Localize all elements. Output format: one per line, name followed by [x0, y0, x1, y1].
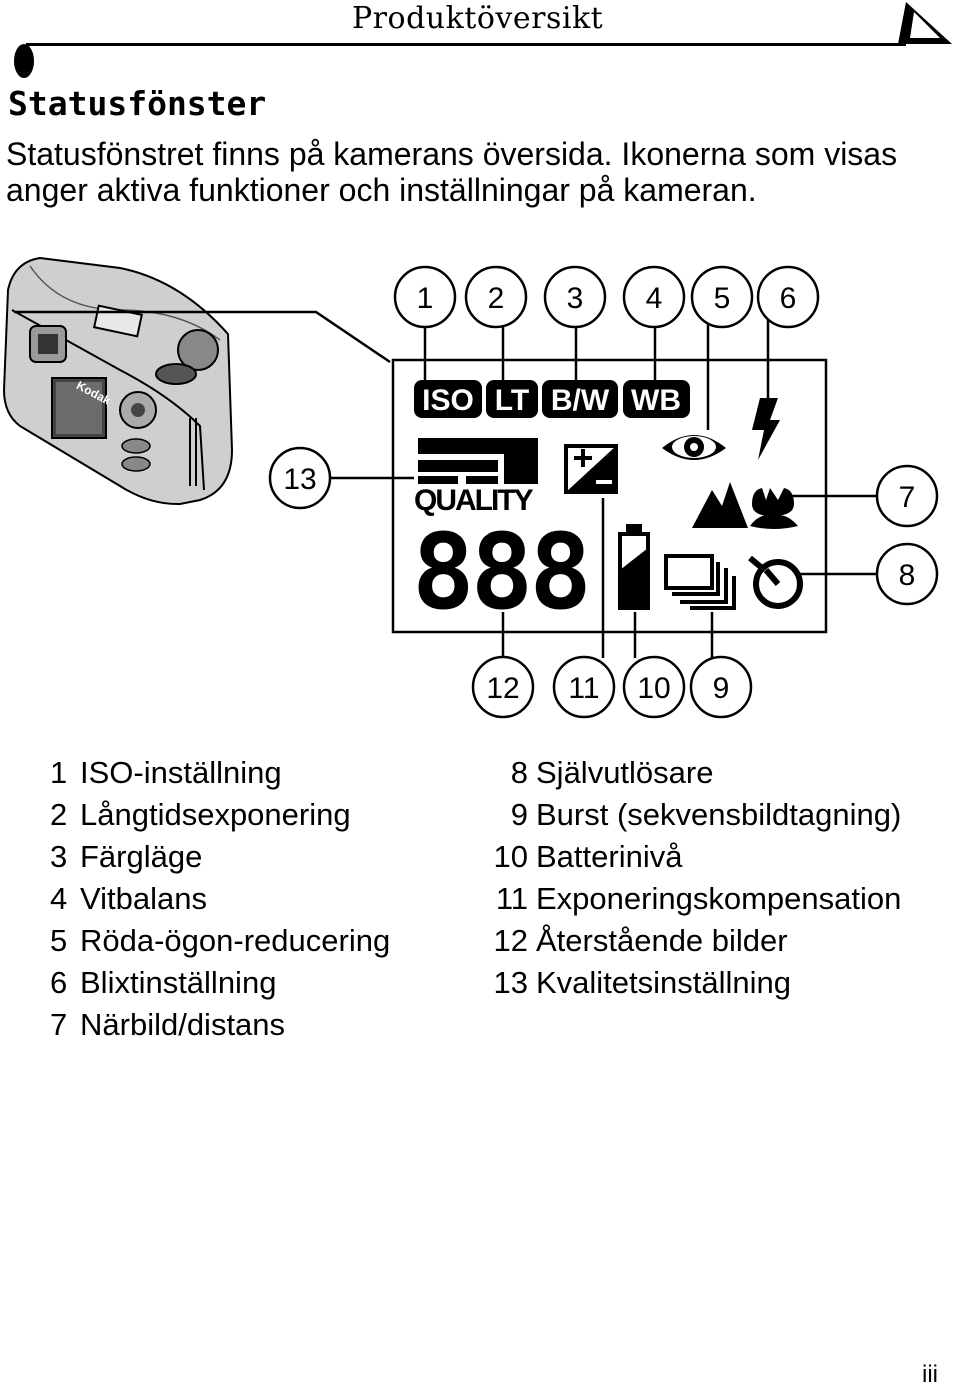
red-eye-icon — [662, 435, 726, 460]
svg-text:13: 13 — [283, 463, 316, 496]
svg-text:888: 888 — [412, 511, 588, 633]
svg-text:8: 8 — [899, 559, 916, 592]
callout-3: 3 — [543, 265, 607, 329]
page-corner-arrow-icon — [898, 2, 952, 44]
status-display-diagram: Kodak ISO LT B/W WB QUALITY — [2, 256, 939, 719]
svg-text:7: 7 — [899, 481, 916, 514]
white-balance-icon: WB — [623, 380, 690, 418]
svg-text:4: 4 — [646, 282, 663, 315]
callout-9: 9 — [689, 655, 753, 719]
svg-text:6: 6 — [780, 282, 797, 315]
landscape-icon — [692, 482, 748, 528]
color-mode-icon: B/W — [542, 380, 618, 418]
svg-text:2: 2 — [488, 282, 505, 315]
callout-6: 6 — [756, 265, 820, 329]
quality-icon: QUALITY — [414, 438, 538, 517]
iso-icon: ISO — [414, 380, 482, 418]
battery-icon — [618, 524, 650, 610]
svg-text:B/W: B/W — [551, 384, 610, 417]
intro-paragraph: Statusfönstret finns på kamerans översid… — [6, 136, 898, 208]
long-exposure-icon: LT — [486, 380, 538, 418]
svg-text:WB: WB — [631, 384, 681, 417]
callout-8: 8 — [875, 542, 939, 606]
macro-icon — [750, 488, 798, 529]
svg-text:5: 5 — [714, 282, 731, 315]
callout-4: 4 — [622, 265, 686, 329]
self-timer-icon — [748, 555, 803, 609]
callout-12: 12 — [471, 655, 535, 719]
page-header-title: Produktöversikt — [352, 1, 604, 36]
flash-icon — [752, 398, 780, 460]
section-heading: Statusfönster — [8, 84, 267, 123]
header-rule — [26, 43, 906, 46]
callout-13: 13 — [268, 446, 332, 510]
remaining-pictures-digits: 888 — [412, 511, 592, 633]
svg-text:1: 1 — [417, 282, 434, 315]
svg-text:10: 10 — [637, 672, 670, 705]
camera-illustration: Kodak — [2, 256, 234, 506]
callout-5: 5 — [690, 265, 754, 329]
svg-text:12: 12 — [486, 672, 519, 705]
callout-7: 7 — [875, 464, 939, 528]
callout-10: 10 — [622, 655, 686, 719]
burst-icon — [664, 554, 736, 610]
callout-11: 11 — [552, 655, 616, 719]
svg-text:LT: LT — [495, 384, 529, 417]
svg-text:3: 3 — [567, 282, 584, 315]
svg-text:11: 11 — [568, 672, 599, 705]
header-bullet — [14, 44, 34, 78]
svg-text:9: 9 — [713, 672, 730, 705]
callout-2: 2 — [464, 265, 528, 329]
callout-1: 1 — [393, 265, 457, 329]
page-number: iii — [922, 1361, 938, 1388]
exposure-compensation-icon — [564, 444, 618, 494]
svg-text:QUALITY: QUALITY — [414, 484, 534, 517]
svg-text:ISO: ISO — [422, 384, 474, 417]
